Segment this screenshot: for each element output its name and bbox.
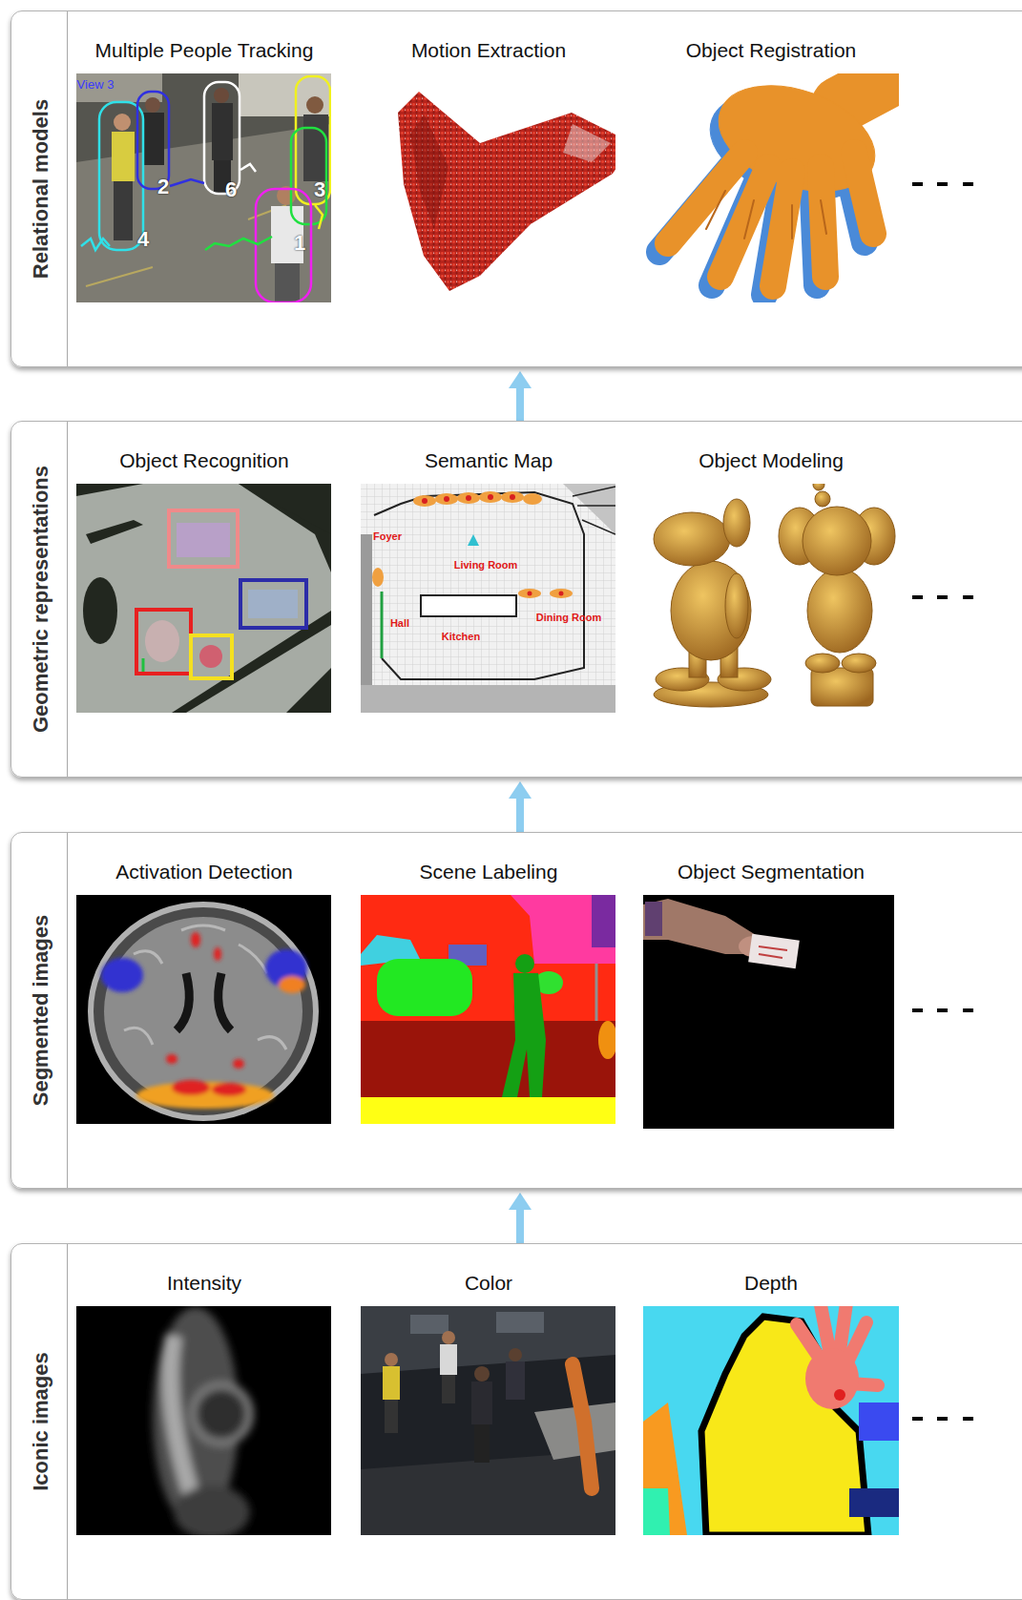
hand-registration (659, 73, 897, 295)
figure-panel: Depth (643, 1272, 899, 1536)
track-id: 2 (157, 175, 169, 199)
room-name: Hall (390, 617, 410, 629)
brain-scan (76, 895, 332, 1125)
ellipsis-dashes (912, 182, 974, 1421)
figure-panel: Intensity (76, 1272, 333, 1536)
figure-panel: Multiple People Tracking (76, 39, 333, 303)
band-divider (66, 11, 68, 1600)
panel-title: Scene Labeling (419, 860, 559, 884)
mri-slice (76, 1306, 332, 1536)
room-name: Dining Room (536, 611, 602, 624)
office-photo (360, 1306, 616, 1536)
labeled-scene (360, 895, 616, 1125)
layer-title: Iconic images (28, 1352, 53, 1492)
figure-panel: Object Registration (643, 39, 899, 303)
room-name: Kitchen (441, 630, 480, 643)
layer-title: Segmented images (28, 915, 53, 1107)
object-models (643, 483, 899, 713)
segmented-arm (643, 895, 895, 1129)
point-cloud (397, 91, 616, 292)
panel-title: Semantic Map (424, 449, 553, 473)
figure-panel: Activation Detection (76, 860, 333, 1125)
layer-band: Geometric representations Object Recognit… (10, 420, 1022, 778)
panel-title: Depth (744, 1272, 798, 1295)
panel-title: Color (464, 1272, 513, 1295)
layer-band: Iconic images Intensity Color Depth (10, 1243, 1022, 1600)
view-tag: View 3 (77, 78, 115, 92)
panel-title: Object Recognition (119, 449, 289, 473)
room-name: Foyer (373, 530, 402, 543)
figure-panel: Object Modeling (643, 449, 899, 713)
level-arrow (516, 798, 524, 833)
panel-title: Object Modeling (698, 449, 844, 473)
room-name: Living Room (454, 559, 519, 571)
figure-panel: Scene Labeling (360, 860, 617, 1125)
panel-title: Activation Detection (115, 860, 293, 884)
panel-title: Multiple People Tracking (95, 39, 314, 63)
track-id: 1 (293, 231, 306, 255)
semantic-map (360, 483, 616, 713)
figure-panel: Object Recognition (76, 449, 333, 713)
layer-band: Segmented images Activation Detection Scen… (10, 832, 1022, 1189)
depth-map (643, 1306, 899, 1536)
figure-panel: Motion Extraction (360, 39, 617, 303)
panel-title: Object Registration (686, 39, 857, 63)
track-id: 6 (225, 178, 237, 202)
panel-title: Object Segmentation (677, 860, 865, 884)
figure-panel: Object Segmentation (643, 860, 899, 1125)
figure-panel: Color (360, 1272, 617, 1536)
panel-title: Intensity (166, 1272, 242, 1295)
level-arrow (516, 388, 524, 421)
track-id: 3 (313, 178, 326, 202)
figure-panel: Semantic Map (360, 449, 617, 713)
recognition-scene (76, 483, 332, 713)
panel-title: Motion Extraction (411, 39, 566, 63)
level-arrow (516, 1209, 524, 1244)
layer-title: Geometric representations (28, 465, 53, 733)
tracking-photo (76, 73, 332, 303)
track-id: 4 (137, 228, 149, 251)
layer-title: Relational models (28, 99, 53, 279)
